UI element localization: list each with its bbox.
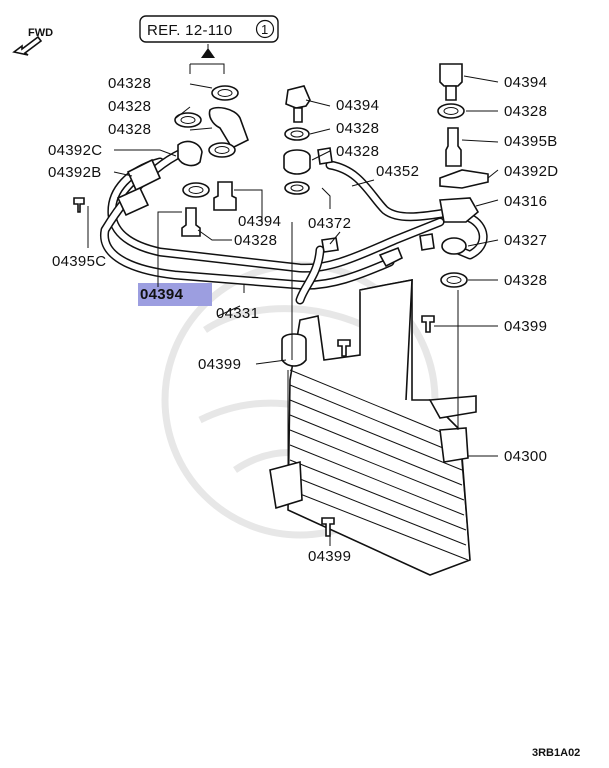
label-04300: 04300	[504, 448, 547, 465]
label-04331: 04331	[216, 305, 259, 322]
label-04394-highlighted: 04394	[140, 286, 184, 303]
label-04328-c: 04328	[108, 121, 151, 138]
label-04316: 04316	[504, 193, 547, 210]
label-04394-right: 04394	[504, 74, 547, 91]
label-04328-mid: 04328	[234, 232, 277, 249]
ref-circle-number: 1	[261, 22, 269, 37]
label-04328-right: 04328	[504, 103, 547, 120]
center-fittings	[283, 85, 404, 268]
label-04328-right-2: 04328	[504, 272, 547, 289]
label-04399-left: 04399	[198, 356, 241, 373]
fwd-label: FWD	[28, 27, 53, 39]
oil-cooler-core	[269, 279, 477, 576]
label-04392c: 04392C	[48, 142, 102, 159]
diagram-code: 3RB1A02	[532, 747, 580, 759]
label-04328-b: 04328	[108, 98, 151, 115]
leader-lines	[87, 75, 499, 546]
label-04352: 04352	[376, 163, 419, 180]
label-04372: 04372	[308, 215, 351, 232]
label-04394-mid: 04394	[238, 213, 281, 230]
ref-callout: REF. 12-110 1	[139, 15, 279, 74]
right-fittings	[419, 63, 489, 333]
label-04395c: 04395C	[52, 253, 106, 270]
label-04395b: 04395B	[504, 133, 558, 150]
part-labels: 04328 04328 04328 04392C 04392B 04395C 0…	[48, 74, 558, 565]
fwd-arrow-icon: FWD	[12, 27, 53, 56]
label-04328-a: 04328	[108, 75, 151, 92]
label-04392d: 04392D	[504, 163, 558, 180]
highlight-04394-box	[138, 283, 212, 306]
label-04328-center-2: 04328	[336, 143, 379, 160]
label-04392b: 04392B	[48, 164, 102, 181]
ref-label: REF. 12-110	[147, 22, 233, 39]
label-04399-right: 04399	[504, 318, 547, 335]
left-fittings	[73, 85, 249, 237]
label-04328-center-1: 04328	[336, 120, 379, 137]
label-04394-center: 04394	[336, 97, 379, 114]
label-04399-bottom: 04399	[308, 548, 351, 565]
label-04327: 04327	[504, 232, 547, 249]
